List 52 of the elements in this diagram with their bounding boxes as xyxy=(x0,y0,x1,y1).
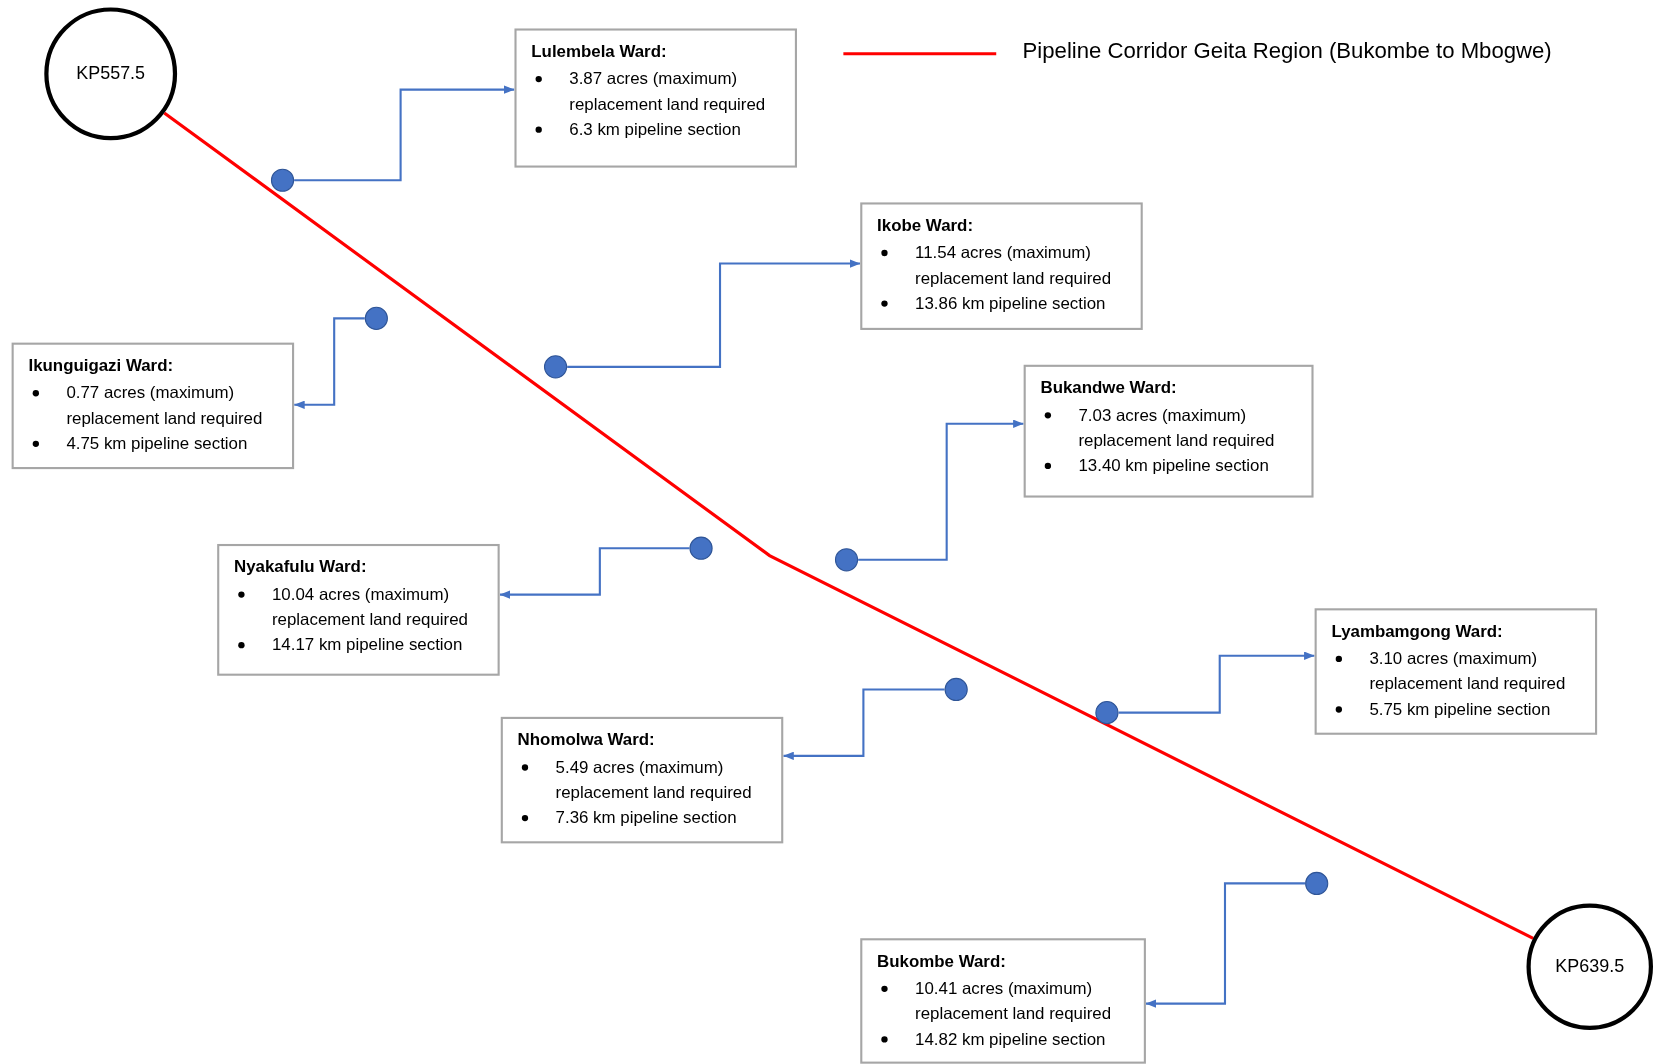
ward-info-box xyxy=(217,543,500,676)
ward-heading: Bukandwe Ward: xyxy=(1040,377,1177,399)
bullet-text: 13.86 km pipeline section xyxy=(915,294,1106,313)
arrow xyxy=(783,688,945,761)
bullet-text: 3.10 acres (maximum) replacement land required xyxy=(1369,649,1566,693)
ward-heading: Lulembela Ward: xyxy=(531,41,667,63)
arrow xyxy=(294,85,515,182)
ward-heading: Nhomolwa Ward: xyxy=(517,729,655,751)
location-dot xyxy=(689,536,713,560)
location-dot xyxy=(834,548,859,572)
legend-text: Pipeline Corridor Geita Region (Bukombe to Mbogwe) xyxy=(1022,37,1552,64)
bullet-text: 14.17 km pipeline section xyxy=(272,635,463,654)
bullet-text: 10.41 acres (maximum) replacement land required xyxy=(915,979,1111,1023)
location-dot xyxy=(1095,701,1119,725)
location-dot xyxy=(364,306,388,330)
kilometre-point-label: KP639.5 xyxy=(1555,956,1625,978)
bullet-text: 5.75 km pipeline section xyxy=(1369,700,1551,718)
bullet-text: 4.75 km pipeline section xyxy=(66,434,248,453)
bullet-text: 0.77 acres (maximum) replacement land required xyxy=(66,383,263,427)
ward-info-box xyxy=(1023,364,1314,498)
ward-info-box xyxy=(860,938,1146,1064)
arrow xyxy=(1118,651,1315,714)
bullet-text: 5.49 acres (maximum) replacement land required xyxy=(555,758,752,802)
pipeline-line xyxy=(163,111,1534,940)
location-dot xyxy=(543,355,568,379)
ward-info-box xyxy=(500,716,784,844)
ward-info-box xyxy=(1314,608,1598,735)
bullet-text: 3.87 acres (maximum) replacement land required xyxy=(569,69,766,113)
ward-info-box xyxy=(514,28,797,168)
arrow xyxy=(294,317,365,410)
bullet-text: 7.36 km pipeline section xyxy=(555,808,737,827)
bullet-text: 7.03 acres (maximum) replacement land required xyxy=(1078,405,1275,450)
ward-info-box xyxy=(11,342,295,470)
ward-heading: Ikunguigazi Ward: xyxy=(28,355,174,377)
ward-heading: Ikobe Ward: xyxy=(877,215,973,237)
location-dot xyxy=(270,168,295,192)
arrow xyxy=(499,547,690,599)
bullet-text: 6.3 km pipeline section xyxy=(569,120,741,139)
location-dot xyxy=(1305,871,1329,895)
ward-info-box xyxy=(860,202,1143,330)
arrow xyxy=(567,259,861,368)
bullet-text: 11.54 acres (maximum) replacement land required xyxy=(915,243,1111,287)
kilometre-point-label: KP557.5 xyxy=(76,63,146,85)
arrow xyxy=(1145,882,1306,1008)
bullet-text: 14.82 km pipeline section xyxy=(915,1029,1106,1048)
ward-heading: Bukombe Ward: xyxy=(877,950,1006,972)
location-dot xyxy=(944,677,968,702)
ward-heading: Lyambamgong Ward: xyxy=(1331,621,1503,642)
bullet-text: 13.40 km pipeline section xyxy=(1078,456,1269,475)
bullet-text: 10.04 acres (maximum) replacement land required xyxy=(272,585,468,629)
arrow xyxy=(858,419,1024,561)
ward-heading: Nyakafulu Ward: xyxy=(234,556,367,578)
